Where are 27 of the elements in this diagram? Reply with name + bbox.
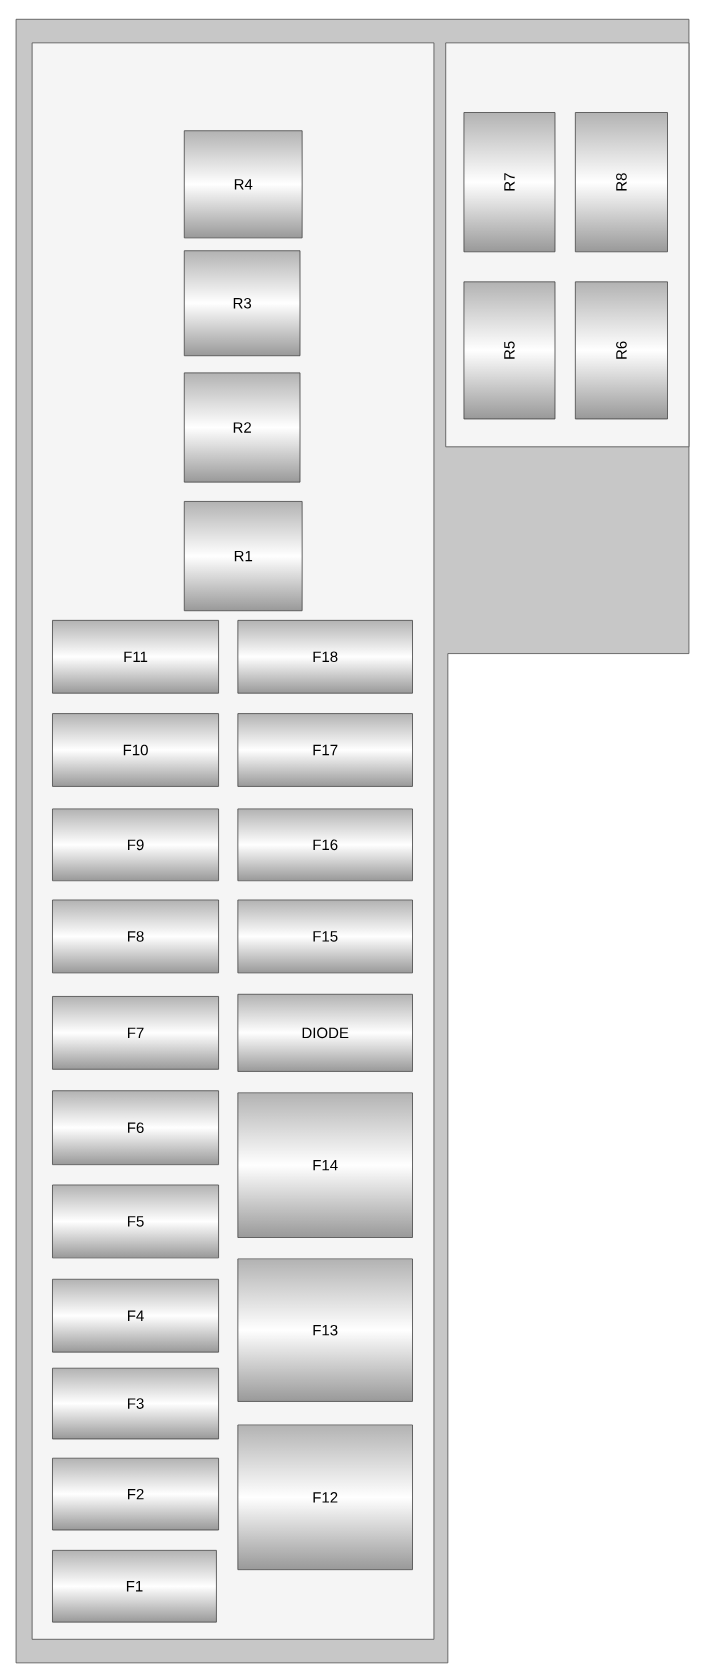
fuse-box: F16 (237, 808, 413, 882)
fuse-box: DIODE (237, 993, 413, 1072)
fuse-box: F5 (52, 1184, 219, 1259)
fuse-box: F7 (52, 996, 219, 1070)
fuse-box: F2 (52, 1457, 219, 1531)
fuse-box: F9 (52, 808, 219, 882)
fuse-box: F10 (52, 713, 219, 787)
relay-box: R7 (463, 112, 556, 253)
fuse-box: F17 (237, 713, 413, 787)
fuse-box: F3 (52, 1367, 219, 1440)
fuse-box: F4 (52, 1278, 219, 1353)
fuse-box: F15 (237, 899, 413, 974)
relay-box: R6 (574, 281, 668, 420)
fuse-box: F11 (52, 619, 219, 694)
relay-box: R2 (183, 372, 301, 483)
relay-box: R3 (183, 250, 301, 357)
fuse-box: F18 (237, 619, 413, 694)
fuse-box: F12 (237, 1424, 413, 1571)
relay-box: R5 (463, 281, 556, 420)
relay-box: R1 (183, 501, 303, 612)
fuse-box: F1 (52, 1549, 217, 1623)
relay-box: R8 (574, 112, 668, 253)
fuse-box: F13 (237, 1258, 413, 1402)
relay-box: R4 (183, 130, 303, 239)
fuse-box: F6 (52, 1090, 219, 1166)
fuse-box: F8 (52, 899, 219, 974)
fuse-box: F14 (237, 1092, 413, 1238)
